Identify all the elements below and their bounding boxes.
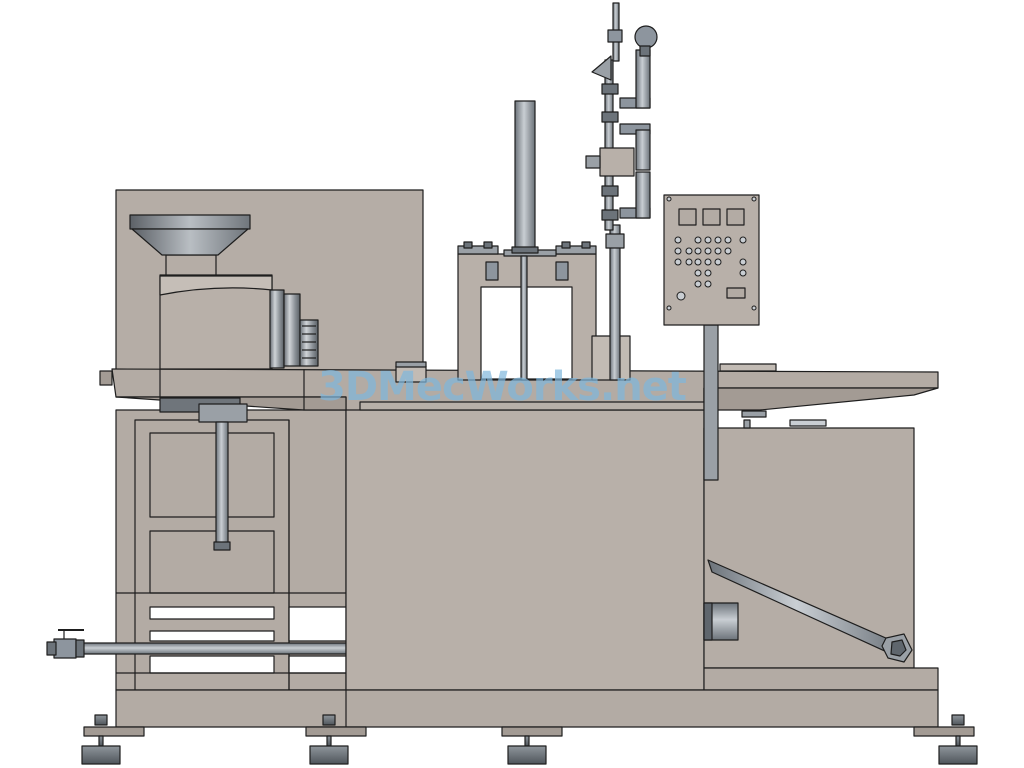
- feed-hopper: [129, 214, 251, 256]
- base-skid: [83, 689, 975, 737]
- press-cylinder: [511, 100, 539, 254]
- motor-drain-rod: [198, 403, 248, 551]
- piping-manifold: [585, 2, 658, 381]
- motor-unit: [159, 254, 319, 413]
- watermark: 3DMecWorks.net: [318, 364, 687, 410]
- control-panel: [663, 194, 760, 481]
- center-block: [395, 361, 427, 383]
- leveling-feet: [81, 714, 978, 765]
- leveling-foot: [938, 714, 978, 765]
- right-cabinet: [703, 410, 939, 691]
- press-frame: [457, 241, 631, 381]
- discharge-tube: [707, 559, 913, 663]
- leveling-foot: [507, 735, 547, 765]
- inlet-pipe: [46, 629, 347, 659]
- leveling-foot: [309, 714, 349, 765]
- leveling-foot: [81, 714, 121, 765]
- central-cabinet: [345, 401, 705, 691]
